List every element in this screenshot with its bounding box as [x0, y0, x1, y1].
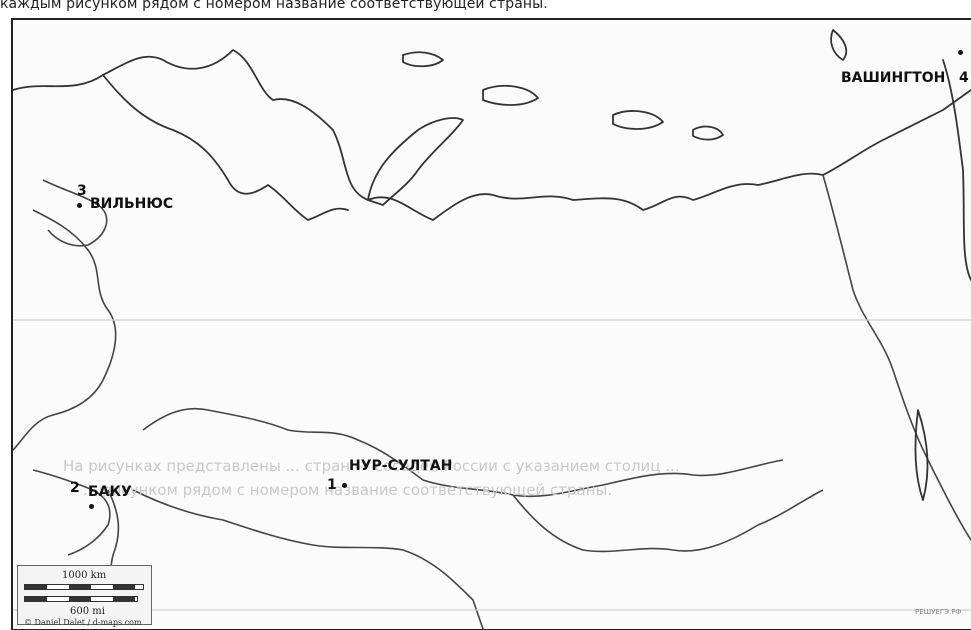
arctic-island-5 — [830, 29, 848, 61]
far-east-coast — [822, 174, 971, 541]
western-border — [13, 209, 117, 451]
city-number-3: 3 — [77, 183, 87, 199]
scale-mi-label: 600 mi — [70, 606, 105, 617]
scale-bar-km — [24, 584, 144, 590]
city-label-vilnius: ВИЛЬНЮС — [90, 196, 174, 212]
mongolia-border — [512, 489, 824, 553]
arctic-island-2 — [482, 84, 539, 106]
arctic-island-1 — [402, 51, 444, 68]
city-dot-nur-sultan — [342, 483, 347, 488]
site-watermark: РЕШУЕГЭ.РФ — [915, 608, 962, 616]
russia-outline-map — [13, 29, 971, 629]
arctic-island-3 — [612, 110, 664, 130]
city-dot-baku — [89, 504, 94, 509]
city-label-nur-sultan: НУР-СУЛТАН — [349, 458, 453, 474]
map-copyright: © Daniel Dalet / d-maps.com — [24, 618, 142, 627]
northern-coastline — [13, 49, 971, 221]
city-number-4: 4 — [959, 70, 969, 86]
baltic-border — [42, 179, 108, 247]
caucasus-border — [32, 469, 111, 556]
alaska-coast — [942, 59, 971, 281]
faint-overlay-text-2: ... рисунком рядом с номером название со… — [83, 481, 613, 499]
novaya-zemlya — [367, 117, 464, 206]
kola-scandinavia-coast — [102, 74, 349, 221]
city-dot-washington — [958, 50, 963, 55]
kazakhstan-border — [142, 407, 784, 498]
city-number-2: 2 — [70, 480, 80, 496]
city-label-baku: БАКУ — [88, 484, 132, 500]
arctic-island-4 — [692, 125, 724, 141]
task-caption: каждым рисунком рядом с номером название… — [0, 0, 548, 12]
city-dot-vilnius — [77, 203, 82, 208]
scale-legend: 1000 km 600 mi © Daniel Dalet / d-maps.c… — [17, 565, 152, 627]
city-label-washington: ВАШИНГТОН — [841, 70, 946, 86]
scale-km-label: 1000 km — [62, 570, 107, 581]
kazakhstan-south-border — [132, 489, 484, 629]
faint-overlay-text-1: На рисунках представлены ... стран — сос… — [63, 457, 680, 475]
map-frame: На рисунках представлены ... стран — сос… — [11, 18, 971, 630]
sakhalin-island — [914, 409, 929, 501]
city-number-1: 1 — [327, 477, 337, 493]
scale-bar-mi — [24, 596, 138, 602]
